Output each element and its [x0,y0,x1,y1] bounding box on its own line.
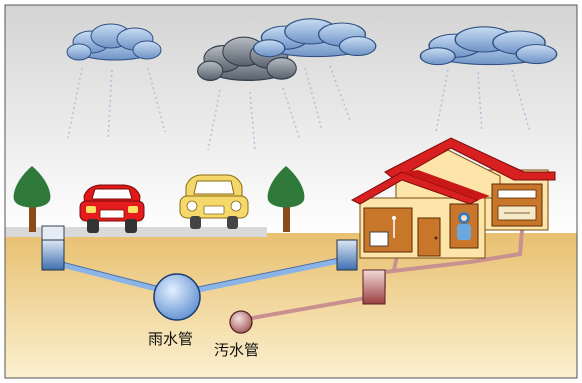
ground [5,233,577,378]
storm-main-pipe [153,273,201,321]
sewer-main-pipe [229,310,253,334]
rain-icon [67,65,531,151]
frame [4,4,578,379]
storm-pipe-outline [57,256,345,288]
tree-icon [13,166,51,232]
manhole-icon [336,239,358,271]
car-icon [179,174,249,229]
sewer-manhole [362,269,386,305]
manhole-icon [41,225,65,271]
car-icon [79,184,145,233]
storm-pipe-label: 雨水管 [148,330,193,348]
tree-icon [267,166,305,232]
storm-pipe [55,257,347,293]
sewer-pipe-label: 汚水管 [214,341,259,359]
house-icon [350,137,556,259]
toilet-icon [369,231,389,247]
person-icon [457,212,471,240]
